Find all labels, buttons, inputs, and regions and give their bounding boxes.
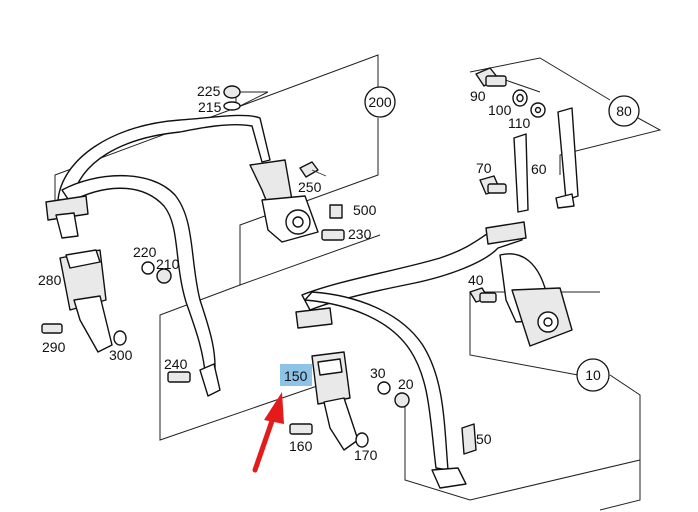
callout-160[interactable]: 160	[289, 438, 313, 454]
callout-40[interactable]: 40	[468, 272, 484, 288]
callout-290[interactable]: 290	[42, 339, 66, 355]
callout-300[interactable]: 300	[109, 347, 133, 363]
group-circle-80[interactable]: 80	[608, 95, 640, 127]
red-pointer-arrow	[252, 392, 284, 473]
callout-230[interactable]: 230	[348, 226, 372, 242]
callout-280[interactable]: 280	[38, 272, 62, 288]
callout-100[interactable]: 100	[488, 102, 512, 118]
group-circle-10[interactable]: 10	[576, 358, 610, 392]
callout-50[interactable]: 50	[476, 431, 492, 447]
callout-220[interactable]: 220	[133, 244, 157, 260]
group-label-80: 80	[616, 103, 632, 119]
group-circle-200[interactable]: 200	[364, 86, 396, 118]
callout-60[interactable]: 60	[531, 161, 547, 177]
hardware-group-80	[475, 67, 579, 213]
callout-30[interactable]: 30	[370, 365, 386, 381]
callout-90[interactable]: 90	[470, 88, 486, 104]
group-label-200: 200	[368, 94, 392, 110]
callout-150[interactable]: 150	[284, 368, 308, 384]
callout-225[interactable]: 225	[197, 83, 221, 99]
group-label-10: 10	[585, 367, 601, 383]
callout-210[interactable]: 210	[156, 256, 180, 272]
callout-240[interactable]: 240	[164, 356, 188, 372]
callout-500[interactable]: 500	[353, 202, 377, 218]
callout-215[interactable]: 215	[198, 99, 222, 115]
front-seat-belt-right	[289, 221, 573, 489]
rear-seat-belt-left	[41, 85, 345, 397]
callout-170[interactable]: 170	[354, 447, 378, 463]
callout-110[interactable]: 110	[508, 115, 531, 131]
callout-20[interactable]: 20	[398, 376, 414, 392]
callout-250[interactable]: 250	[298, 179, 322, 195]
callout-70[interactable]: 70	[476, 160, 492, 176]
highlight-box-150	[280, 364, 312, 386]
